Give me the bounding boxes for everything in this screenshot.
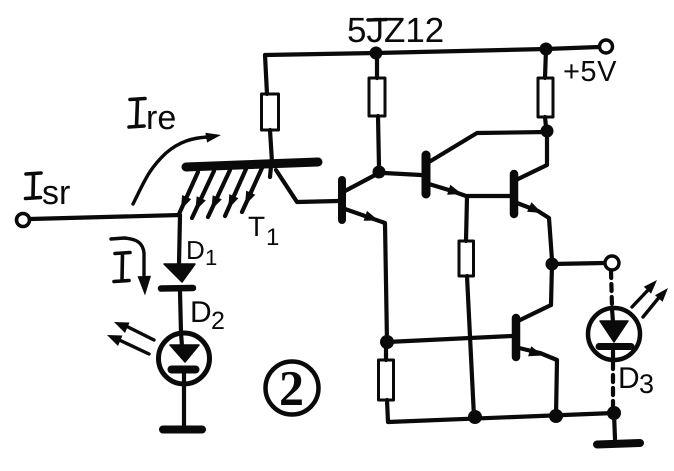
svg-text:2: 2 (211, 307, 225, 335)
svg-text:+5V: +5V (563, 56, 617, 88)
svg-text:2: 2 (279, 360, 304, 416)
svg-text:1: 1 (205, 245, 217, 270)
svg-text:D: D (618, 362, 640, 395)
svg-text:5JZ12: 5JZ12 (347, 11, 444, 50)
svg-text:D: D (186, 235, 205, 265)
svg-text:3: 3 (639, 369, 654, 399)
svg-text:re: re (146, 99, 176, 137)
svg-text:sr: sr (42, 174, 70, 212)
svg-text:T: T (248, 211, 265, 242)
svg-text:1: 1 (266, 224, 279, 251)
svg-text:D: D (190, 296, 212, 329)
